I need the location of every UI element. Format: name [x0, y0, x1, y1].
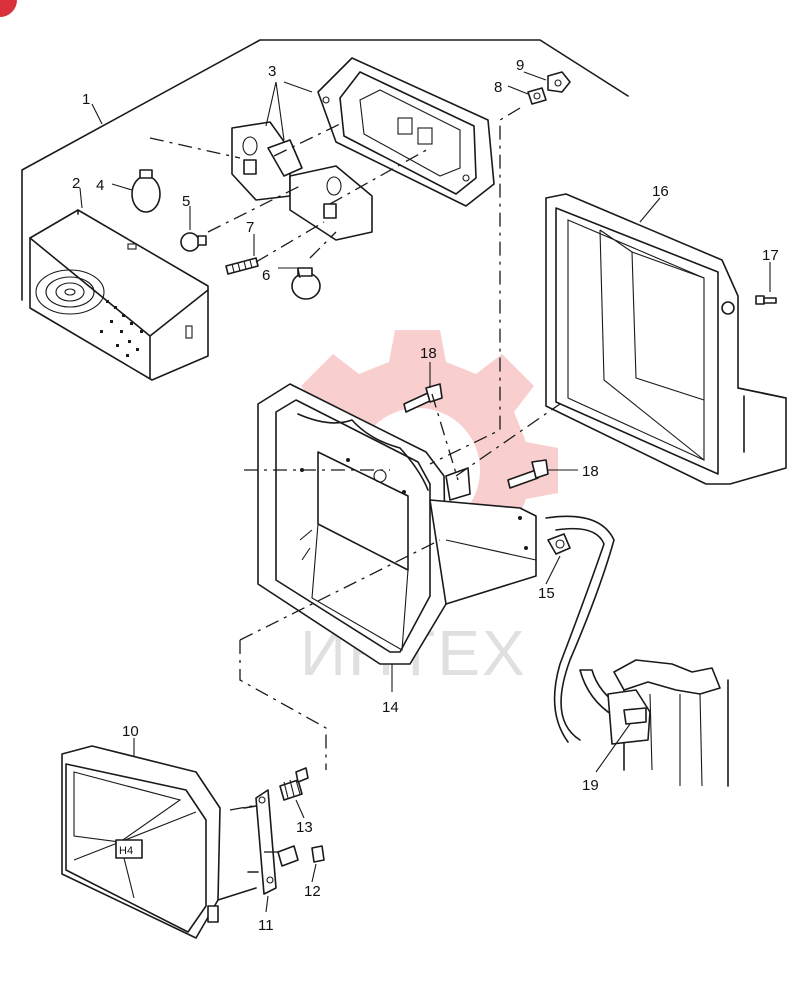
- washer-8: [527, 87, 547, 105]
- callout-1: 1: [82, 91, 90, 108]
- callout-2: 2: [72, 175, 80, 192]
- callout-labels: 1 2 3 4 5 6 7 8 9 10 11 12 13 14 15 16 1…: [72, 57, 779, 934]
- callout-6: 6: [262, 267, 270, 284]
- bulb-medium: [291, 267, 321, 300]
- callout-18b: 18: [582, 463, 599, 480]
- screw-7: [225, 257, 259, 275]
- callout-14: 14: [382, 699, 399, 716]
- group-bracket-1: [21, 39, 629, 301]
- main-housing-14: [257, 383, 537, 665]
- bolt-15: [547, 533, 571, 555]
- callout-12: 12: [304, 883, 321, 900]
- bulb-small: [180, 232, 207, 252]
- nut-9: [547, 71, 571, 93]
- bolt-18-lower: [507, 459, 549, 489]
- leader-lines: [79, 71, 771, 913]
- callout-18a: 18: [420, 345, 437, 362]
- spring-12: [277, 845, 325, 867]
- callout-16: 16: [652, 183, 669, 200]
- rear-lamp-mount-frame: [317, 57, 495, 207]
- lamp-plate-text: H4: [119, 845, 133, 857]
- rear-lamp-housing: [29, 209, 209, 381]
- callout-8: 8: [494, 79, 502, 96]
- spring-13: [279, 767, 309, 801]
- callout-13: 13: [296, 819, 313, 836]
- callout-11: 11: [258, 917, 274, 934]
- bracket-strip-11: [243, 789, 277, 895]
- callout-4: 4: [96, 177, 104, 194]
- callout-19: 19: [582, 777, 599, 794]
- corner-badge: [0, 0, 17, 17]
- callout-10: 10: [122, 723, 139, 740]
- cable-and-post: [545, 515, 729, 787]
- callout-9: 9: [516, 57, 524, 74]
- front-lamp-10: H4: [61, 745, 257, 939]
- callout-5: 5: [182, 193, 190, 210]
- bolt-18-upper: [403, 383, 443, 413]
- callout-15: 15: [538, 585, 555, 602]
- callout-17: 17: [762, 247, 779, 264]
- work-lamp-housing: [545, 193, 787, 485]
- bulb-large: [131, 169, 161, 213]
- assembly-lines: [149, 107, 561, 853]
- callout-3: 3: [268, 63, 276, 80]
- callout-7: 7: [246, 219, 254, 236]
- screw-17: [755, 295, 777, 305]
